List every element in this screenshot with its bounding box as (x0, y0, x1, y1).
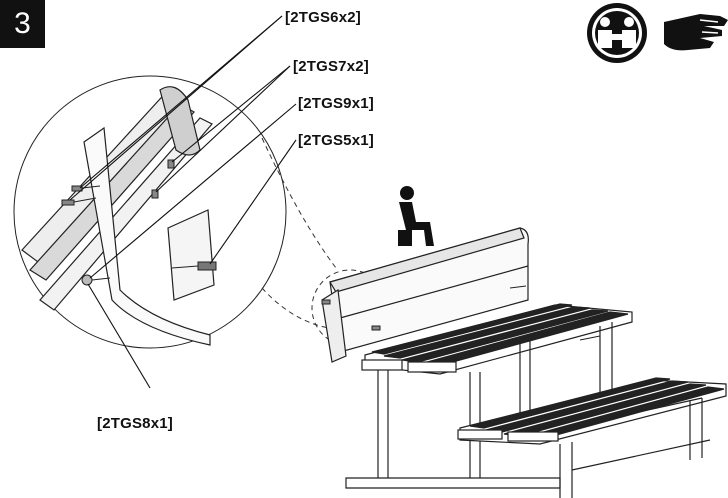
step-number: 3 (14, 7, 31, 40)
bench-backrest (321, 227, 529, 363)
two-person-assembly-icon (587, 3, 647, 63)
bench-lower-seat (457, 377, 727, 445)
part-label-2tgs9x1: [2TGS9x1] (298, 95, 374, 112)
seated-person-icon (398, 186, 434, 246)
part-label-2tgs6x2: [2TGS6x2] (285, 9, 361, 26)
part-label-2tgs5x1: [2TGS5x1] (298, 132, 374, 149)
bench-upper-seat (361, 303, 633, 375)
detail-drawing (21, 86, 217, 346)
part-label-2tgs7x2: [2TGS7x2] (293, 58, 369, 75)
bench-screws (321, 285, 601, 341)
step-badge (0, 0, 45, 48)
bench-lower-frame (345, 397, 711, 498)
part-label-2tgs8x1: [2TGS8x1] (97, 415, 173, 432)
hand-caution-icon (664, 14, 728, 51)
leader-lines (69, 15, 297, 389)
